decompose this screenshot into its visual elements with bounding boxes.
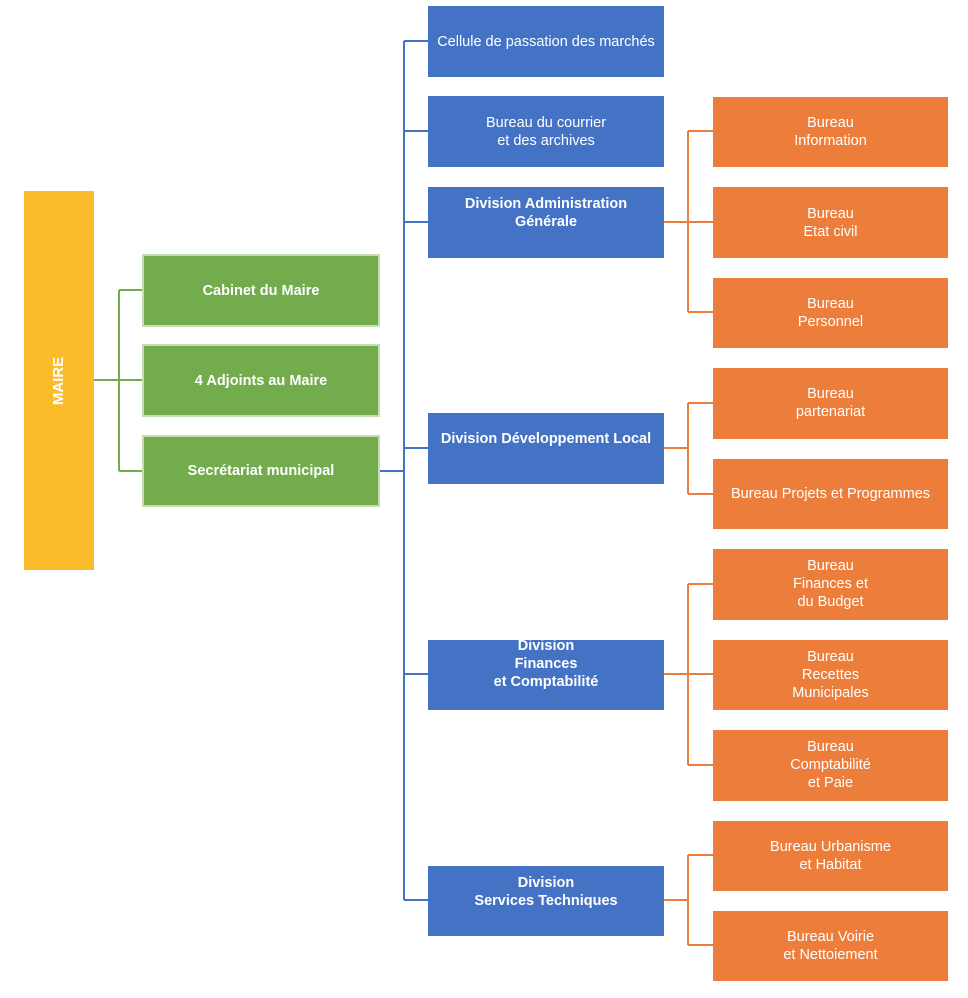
division-finances-comptabilite-label: Division Finances et Comptabilité <box>493 638 599 690</box>
bureau-personnel-box: Bureau Personnel <box>713 278 948 348</box>
division-developpement-local-box: Division Développement Local <box>428 413 664 484</box>
division-finances-comptabilite-box: Division Finances et Comptabilité <box>428 638 664 710</box>
cabinet-du-maire-box: Cabinet du Maire <box>142 254 380 327</box>
bureau-information-box: Bureau Information <box>713 97 948 167</box>
bureau-urbanisme-habitat-box: Bureau Urbanisme et Habitat <box>713 821 948 891</box>
adjoints-au-maire-box: 4 Adjoints au Maire <box>142 344 380 417</box>
cellule-passation-marches-box: Cellule de passation des marchés <box>428 6 664 77</box>
bureau-etat-civil-box: Bureau Etat civil <box>713 187 948 258</box>
division-administration-generale-box: Division Administration Générale <box>428 187 664 258</box>
bureau-courrier-archives-box: Bureau du courrier et des archives <box>428 96 664 167</box>
division-services-techniques-box: Division Services Techniques <box>428 866 664 936</box>
bureau-partenariat-box: Bureau partenariat <box>713 368 948 439</box>
secretariat-municipal-box: Secrétariat municipal <box>142 435 380 507</box>
maire-box: MAIRE <box>24 191 94 570</box>
maire-label: MAIRE <box>50 356 67 405</box>
bureau-comptabilite-paie-box: Bureau Comptabilité et Paie <box>713 730 948 801</box>
bureau-recettes-municipales-box: Bureau Recettes Municipales <box>713 640 948 710</box>
bureau-projets-programmes-box: Bureau Projets et Programmes <box>713 459 948 529</box>
bureau-voirie-nettoiement-box: Bureau Voirie et Nettoiement <box>713 911 948 981</box>
bureau-finances-budget-box: Bureau Finances et du Budget <box>713 549 948 620</box>
